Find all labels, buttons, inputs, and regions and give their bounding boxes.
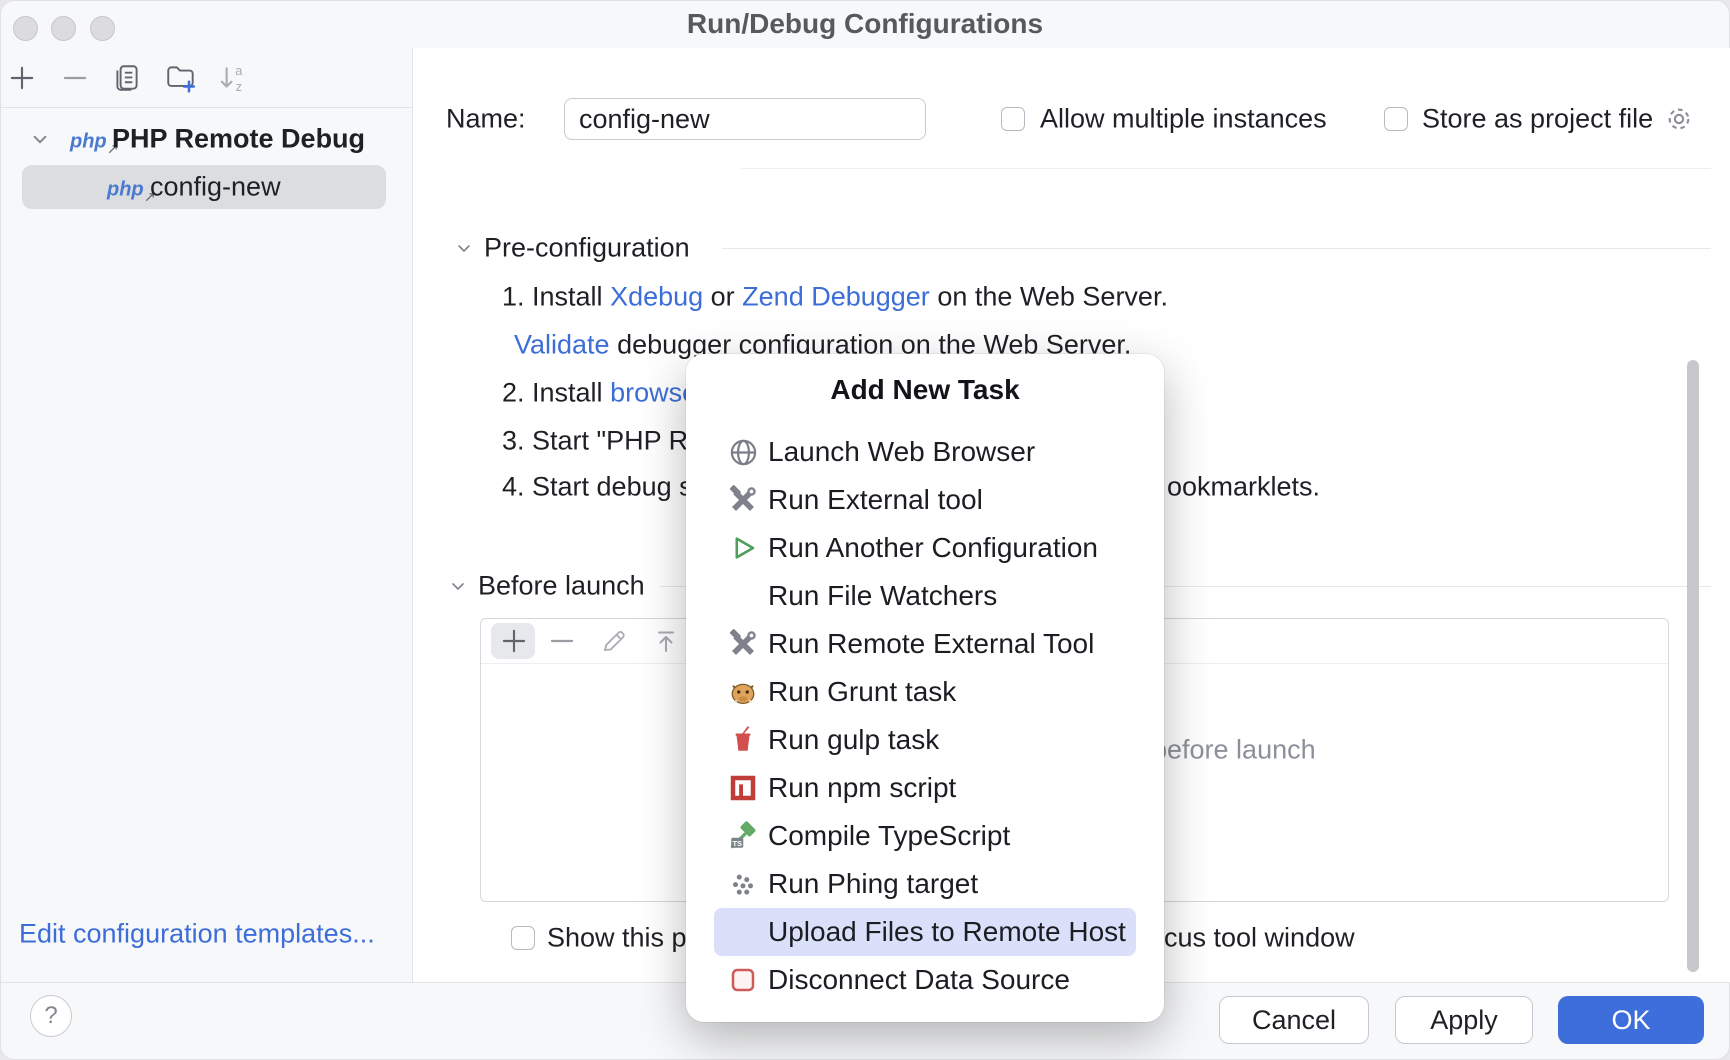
inline-link[interactable]: Xdebug xyxy=(610,282,703,312)
preconfig-step-3: 3. Start "PHP Re xyxy=(502,426,703,457)
preconfig-step-4-right-fragment: ookmarklets. xyxy=(1167,472,1320,503)
menu-item-run-grunt-task[interactable]: Run Grunt task xyxy=(714,668,1136,716)
inline-text: 3. Start "PHP Re xyxy=(502,426,703,456)
menu-item-compile-typescript[interactable]: TS Compile TypeScript xyxy=(714,812,1136,860)
npm-icon xyxy=(726,773,760,803)
menu-item-run-phing-target[interactable]: Run Phing target xyxy=(714,860,1136,908)
menu-item-upload-files-to-remote-host[interactable]: Upload Files to Remote Host xyxy=(714,908,1136,956)
tree-group-php-remote-debug[interactable]: PHP Remote Debug xyxy=(112,124,365,155)
menu-item-label: Run Another Configuration xyxy=(768,532,1098,564)
remove-icon[interactable] xyxy=(59,62,91,94)
grunt-icon xyxy=(726,677,760,707)
menu-item-run-file-watchers[interactable]: Run File Watchers xyxy=(714,572,1136,620)
inline-text: 1. Install xyxy=(502,282,610,312)
php-remote-debug-icon: php↗ xyxy=(70,124,107,155)
show-this-page-label: Show this p xyxy=(547,923,687,954)
task-menu-list: Launch Web BrowserRun External toolRun A… xyxy=(686,428,1164,1004)
menu-item-label: Launch Web Browser xyxy=(768,436,1035,468)
before-launch-section-header[interactable]: Before launch xyxy=(478,571,645,602)
phing-icon xyxy=(726,869,760,899)
tools-icon xyxy=(726,485,760,515)
tree-item-config-new[interactable]: config-new xyxy=(150,172,281,203)
sort-alpha-icon[interactable]: az xyxy=(216,61,250,95)
preconfig-step-2: 2. Install browse xyxy=(502,378,697,409)
edit-pencil-icon[interactable] xyxy=(599,626,629,656)
inline-link[interactable]: Validate xyxy=(514,330,610,360)
menu-item-label: Run Phing target xyxy=(768,868,978,900)
php-remote-debug-icon: php↗ xyxy=(107,172,144,203)
chevron-down-icon[interactable] xyxy=(448,576,468,596)
inline-text: on the Web Server. xyxy=(930,282,1168,312)
play-icon xyxy=(726,533,760,563)
add-icon[interactable] xyxy=(6,62,38,94)
vertical-scrollbar[interactable] xyxy=(1687,360,1699,972)
edit-configuration-templates-link[interactable]: Edit configuration templates... xyxy=(19,919,375,950)
menu-item-label: Run gulp task xyxy=(768,724,939,756)
menu-item-label: Run External tool xyxy=(768,484,983,516)
name-input[interactable] xyxy=(564,98,926,140)
section-rule xyxy=(722,248,1711,249)
menu-item-label: Disconnect Data Source xyxy=(768,964,1070,996)
store-as-project-file-label: Store as project file xyxy=(1422,104,1653,135)
popup-title: Add New Task xyxy=(686,370,1164,410)
before-launch-empty-text: before launch xyxy=(1152,735,1316,766)
gulp-icon xyxy=(726,725,760,755)
menu-item-run-external-tool[interactable]: Run External tool xyxy=(714,476,1136,524)
menu-item-run-gulp-task[interactable]: Run gulp task xyxy=(714,716,1136,764)
move-up-icon[interactable] xyxy=(651,626,681,656)
preconfig-step-1: 1. Install Xdebug or Zend Debugger on th… xyxy=(502,282,1168,313)
sidebar-toolbar-divider xyxy=(0,107,412,108)
ok-button[interactable]: OK xyxy=(1558,996,1704,1044)
menu-item-label: Upload Files to Remote Host xyxy=(768,916,1126,948)
inline-text: 2. Install xyxy=(502,378,610,408)
apply-button[interactable]: Apply xyxy=(1395,996,1533,1044)
preconfig-step-4: 4. Start debug s xyxy=(502,472,693,503)
svg-text:TS: TS xyxy=(732,839,742,848)
show-this-page-checkbox[interactable] xyxy=(511,926,535,950)
page-title: Run/Debug Configurations xyxy=(0,8,1730,40)
name-label: Name: xyxy=(446,104,526,135)
tools-icon xyxy=(726,629,760,659)
menu-item-label: Run Grunt task xyxy=(768,676,956,708)
menu-item-run-npm-script[interactable]: Run npm script xyxy=(714,764,1136,812)
help-button[interactable]: ? xyxy=(30,995,72,1037)
add-icon[interactable] xyxy=(498,625,530,657)
allow-multiple-instances-checkbox[interactable] xyxy=(1001,107,1025,131)
gear-icon[interactable] xyxy=(1663,103,1695,135)
inline-text: 4. Start debug s xyxy=(502,472,693,502)
globe-icon xyxy=(726,437,760,468)
menu-item-run-another-configuration[interactable]: Run Another Configuration xyxy=(714,524,1136,572)
copy-icon[interactable] xyxy=(111,62,143,94)
chevron-down-icon[interactable] xyxy=(454,238,474,258)
inline-link[interactable]: browse xyxy=(610,378,697,408)
remove-icon[interactable] xyxy=(546,625,578,657)
menu-item-label: Compile TypeScript xyxy=(768,820,1010,852)
add-new-task-popup: Add New Task Launch Web BrowserRun Exter… xyxy=(686,354,1164,1022)
svg-text:a: a xyxy=(235,63,243,78)
inline-text: or xyxy=(703,282,742,312)
sidebar-divider xyxy=(412,48,413,982)
preconfiguration-section-header[interactable]: Pre-configuration xyxy=(484,233,690,264)
store-as-project-file-checkbox[interactable] xyxy=(1384,107,1408,131)
disconnect-icon xyxy=(726,965,760,995)
svg-text:z: z xyxy=(236,79,242,94)
chevron-down-icon[interactable] xyxy=(29,128,51,150)
menu-item-label: Run npm script xyxy=(768,772,956,804)
new-folder-icon[interactable] xyxy=(164,61,198,95)
menu-item-label: Run File Watchers xyxy=(768,580,997,612)
typescript-icon: TS xyxy=(726,821,760,851)
allow-multiple-instances-label: Allow multiple instances xyxy=(1040,104,1327,135)
inline-link[interactable]: Zend Debugger xyxy=(742,282,930,312)
menu-item-launch-web-browser[interactable]: Launch Web Browser xyxy=(714,428,1136,476)
menu-item-disconnect-data-source[interactable]: Disconnect Data Source xyxy=(714,956,1136,1004)
focus-tool-window-label: cus tool window xyxy=(1164,923,1355,954)
header-divider xyxy=(741,168,1711,169)
cancel-button[interactable]: Cancel xyxy=(1219,996,1369,1044)
menu-item-run-remote-external-tool[interactable]: Run Remote External Tool xyxy=(714,620,1136,668)
menu-item-label: Run Remote External Tool xyxy=(768,628,1094,660)
